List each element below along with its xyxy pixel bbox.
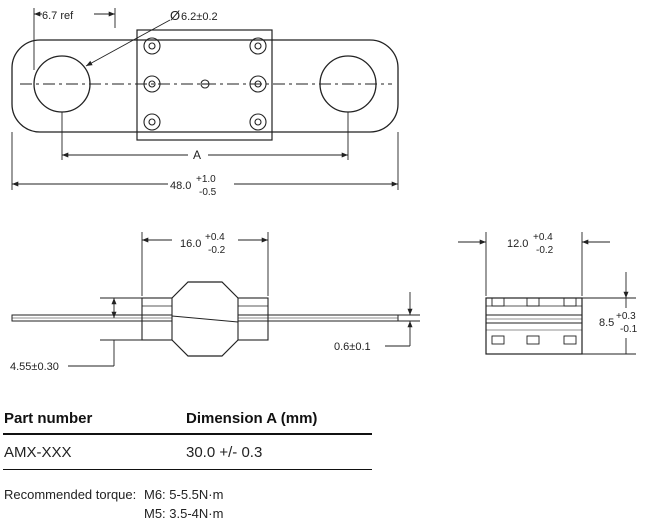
side-width-tol-upper: +0.4 [205,232,225,243]
diameter-symbol: Ø [170,8,180,23]
torque-m6: M6: 5-5.5N·m [144,487,224,502]
side-center-housing [171,281,239,357]
top-view [11,8,399,190]
end-height-tol-lower: -0.1 [620,324,638,335]
side-width-base: 16.0 [180,238,201,250]
torque-label: Recommended torque: [4,487,137,502]
thickness-label: 0.6±0.1 [334,341,371,353]
side-width-tol-lower: -0.2 [208,245,226,256]
end-width-tol-upper: +0.4 [533,232,553,243]
diameter-leader [85,19,171,67]
dimension-a-label: A [193,148,201,162]
header-part-number: Part number [4,410,93,427]
end-height-tol-upper: +0.3 [616,311,636,322]
end-view [458,232,636,355]
length-tol-upper: +1.0 [196,174,216,185]
end-width-base: 12.0 [507,238,528,250]
table-header-rule [3,433,372,435]
side-view [11,232,420,367]
length-base: 48.0 [170,180,191,192]
end-width-tol-lower: -0.2 [536,245,554,256]
offset-label: 4.55±0.30 [10,361,59,373]
header-dimension-a: Dimension A (mm) [186,410,318,427]
cell-part-number: AMX-XXX [4,444,72,461]
diameter-label: 6.2±0.2 [181,11,218,23]
cell-dimension-a: 30.0 +/- 0.3 [186,444,263,461]
table-row-rule [3,469,372,470]
side-left-shoulder [141,297,173,341]
length-tol-lower: -0.5 [199,187,217,198]
technical-drawing: 6.7 ref Ø 6.2±0.2 A 48.0 +1.0 -0.5 [10,8,638,373]
side-right-shoulder [237,297,269,341]
end-height-base: 8.5 [599,317,614,329]
torque-m5: M5: 3.5-4N·m [144,506,224,521]
ref-dimension-label: 6.7 ref [42,10,74,22]
center-block-outline [136,29,273,141]
fuse-body-outline [11,39,399,133]
